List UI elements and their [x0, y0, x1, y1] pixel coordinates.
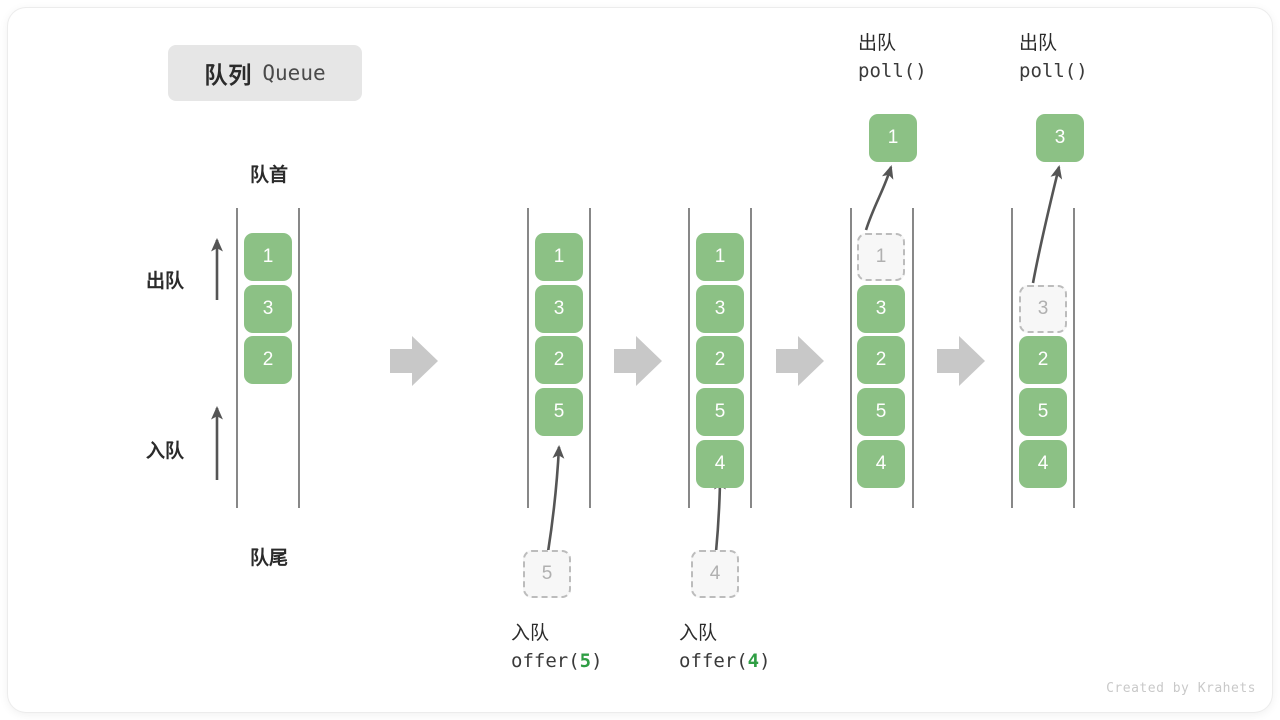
incoming-ghost-cell: 4	[691, 550, 739, 598]
queue-cell: 2	[535, 336, 583, 384]
operation-label-cn: 入队	[511, 623, 550, 644]
queue-cell: 2	[857, 336, 905, 384]
queue-cell: 5	[535, 388, 583, 436]
queue-cell: 3	[244, 285, 292, 333]
queue-cell: 3	[857, 285, 905, 333]
operation-label-code: offer(4)	[679, 648, 771, 676]
outgoing-ghost-cell: 1	[857, 233, 905, 281]
operation-code-prefix: poll(	[1019, 59, 1077, 82]
queue-cell: 1	[535, 233, 583, 281]
operation-label-cn: 入队	[679, 623, 718, 644]
queue-cell: 5	[857, 388, 905, 436]
operation-label-code: offer(5)	[511, 648, 603, 676]
queue-cell: 2	[696, 336, 744, 384]
operation-label-offer-5: 入队 offer(5)	[511, 620, 603, 675]
dequeue-direction-label: 出队	[146, 271, 185, 292]
queue-cell: 1	[244, 233, 292, 281]
operation-code-suffix: )	[915, 59, 927, 82]
diagram-card	[8, 8, 1272, 712]
operation-label-code: poll()	[1019, 58, 1088, 86]
queue-cell: 3	[535, 285, 583, 333]
operation-code-prefix: offer(	[679, 649, 748, 672]
credit-text: Created by Krahets	[1106, 681, 1256, 696]
outgoing-ghost-cell: 3	[1019, 285, 1067, 333]
popped-cell: 3	[1036, 114, 1084, 162]
enqueue-direction-label: 入队	[146, 441, 185, 462]
queue-cell: 4	[696, 440, 744, 488]
queue-cell: 1	[696, 233, 744, 281]
diagram-title-cn: 队列	[204, 62, 253, 88]
operation-label-cn: 出队	[858, 33, 897, 54]
queue-tail-label: 队尾	[249, 548, 288, 569]
operation-code-suffix: )	[1076, 59, 1088, 82]
operation-label-cn: 出队	[1019, 33, 1058, 54]
queue-cell: 5	[696, 388, 744, 436]
operation-code-prefix: offer(	[511, 649, 580, 672]
operation-label-offer-4: 入队 offer(4)	[679, 620, 771, 675]
incoming-ghost-cell: 5	[523, 550, 571, 598]
queue-cell: 3	[696, 285, 744, 333]
queue-cell: 2	[1019, 336, 1067, 384]
diagram-title-en: Queue	[262, 61, 326, 85]
queue-cell: 4	[857, 440, 905, 488]
popped-cell: 1	[869, 114, 917, 162]
operation-code-suffix: )	[759, 649, 771, 672]
operation-code-suffix: )	[591, 649, 603, 672]
operation-label-poll-3: 出队 poll()	[1019, 30, 1088, 85]
operation-code-prefix: poll(	[858, 59, 916, 82]
operation-code-arg: 4	[747, 649, 760, 672]
queue-cell: 2	[244, 336, 292, 384]
operation-label-poll-1: 出队 poll()	[858, 30, 927, 85]
queue-cell: 4	[1019, 440, 1067, 488]
operation-code-arg: 5	[579, 649, 592, 672]
operation-label-code: poll()	[858, 58, 927, 86]
queue-head-label: 队首	[249, 165, 288, 186]
queue-cell: 5	[1019, 388, 1067, 436]
diagram-title-badge: 队列 Queue	[168, 45, 362, 101]
